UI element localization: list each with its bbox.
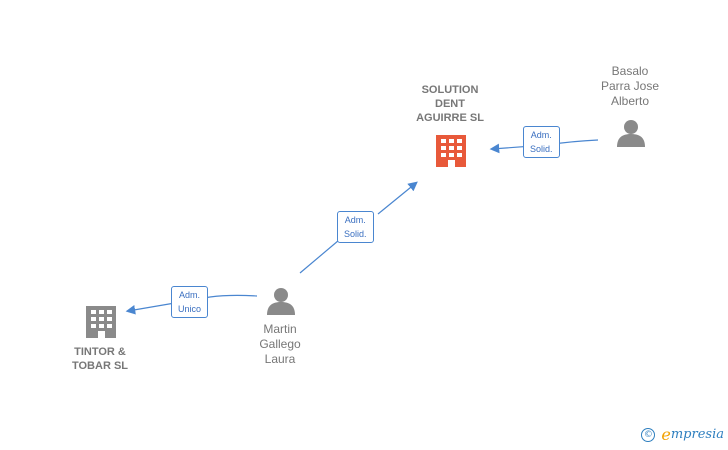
brand-initial: e — [661, 425, 671, 444]
copyright-icon: © — [641, 427, 656, 442]
brand-name: mpresia — [670, 427, 724, 442]
person-label-basalo[interactable]: Basalo Parra Jose Alberto — [600, 64, 660, 108]
edge-label-line2: Solid. — [530, 144, 553, 154]
edge-label-line2: Solid. — [344, 229, 367, 239]
company-label-solution[interactable]: SOLUTION DENT AGUIRRE SL — [416, 84, 484, 124]
edge-label-basalo-solution[interactable]: Adm. Solid. — [523, 126, 560, 158]
empresia-logo[interactable]: © e mpresia — [641, 425, 724, 444]
person-icon-basalo[interactable] — [617, 120, 645, 147]
edge-label-line1: Adm. — [530, 130, 552, 140]
edge-label-line1: Adm. — [179, 290, 201, 300]
edge-label-martin-solution[interactable]: Adm. Solid. — [337, 211, 374, 243]
company-label-tintor[interactable]: TINTOR & TOBAR SL — [71, 346, 129, 372]
person-icon-martin[interactable] — [267, 288, 295, 315]
edge-label-line1: Adm. — [344, 215, 366, 225]
edge-martin-tintor — [125, 294, 258, 315]
edge-label-line2: Unico — [178, 304, 202, 314]
company-building-icon-solution[interactable] — [436, 135, 466, 167]
company-building-icon-tintor[interactable] — [86, 306, 116, 338]
person-label-martin[interactable]: Martin Gallego Laura — [259, 322, 301, 366]
edge-label-martin-tintor[interactable]: Adm. Unico — [171, 286, 209, 318]
